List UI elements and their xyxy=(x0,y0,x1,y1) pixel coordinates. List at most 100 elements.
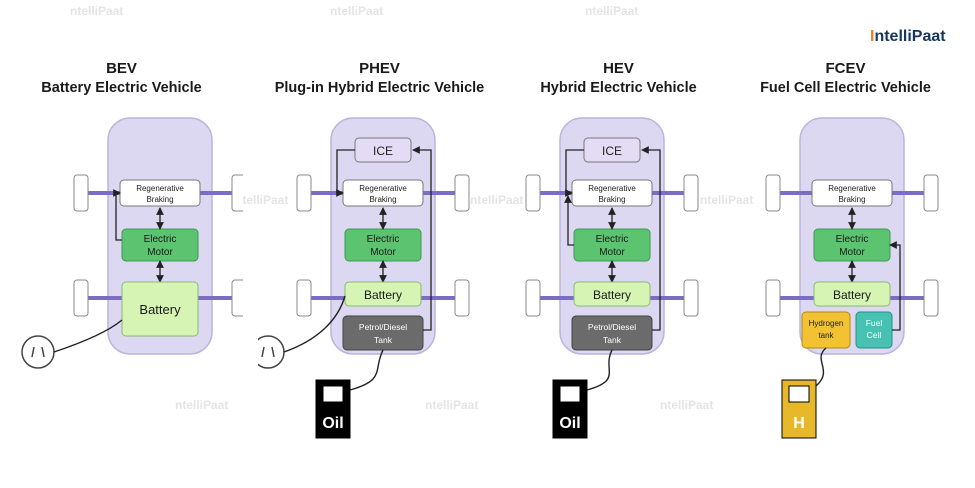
fuel-label: H xyxy=(793,415,805,432)
hydrogen-tank-box xyxy=(801,311,851,349)
regen-label: Regenerative xyxy=(828,184,876,193)
regen-label: Braking xyxy=(369,195,396,204)
panel-abbr: PHEV xyxy=(359,60,400,77)
charger-cable xyxy=(283,295,346,353)
battery-box xyxy=(573,281,651,307)
logo-text: ntelliPaat xyxy=(874,28,946,45)
wheel xyxy=(454,174,470,212)
watermark: ntelliPaat xyxy=(70,4,124,18)
panel-name: Battery Electric Vehicle xyxy=(41,80,202,96)
wheel xyxy=(683,279,699,317)
regenerative-braking-box xyxy=(811,179,893,207)
regen-label: Braking xyxy=(146,195,173,204)
charger-plug-icon xyxy=(258,335,285,369)
battery-label: Battery xyxy=(139,302,181,317)
panel-name: Fuel Cell Electric Vehicle xyxy=(760,80,931,96)
wheel xyxy=(73,279,89,317)
watermark: ntelliPaat xyxy=(585,4,639,18)
hydrogen-hose xyxy=(815,347,827,387)
panel-abbr: BEV xyxy=(106,60,137,77)
plug-pins xyxy=(261,346,275,358)
battery-box xyxy=(121,281,199,337)
wheel xyxy=(231,174,243,212)
regen-label: Braking xyxy=(838,195,865,204)
battery-box xyxy=(344,281,422,307)
regen-label: Regenerative xyxy=(359,184,407,193)
hydrogen-label: Hydrogen xyxy=(809,319,844,328)
charger-cable xyxy=(53,319,123,353)
fuel-label: Oil xyxy=(322,415,343,432)
wheel xyxy=(454,279,470,317)
wheel xyxy=(231,279,243,317)
wheel xyxy=(923,279,939,317)
regen-label: Regenerative xyxy=(136,184,184,193)
arrow-fuelcell-motor xyxy=(889,241,901,331)
motor-label: Electric xyxy=(836,234,869,245)
fuel-hose xyxy=(349,349,384,391)
motor-label: Electric xyxy=(367,234,400,245)
pump-window xyxy=(559,385,581,403)
tank-label: Petrol/Diesel xyxy=(359,322,407,332)
battery-label: Battery xyxy=(364,288,402,302)
pump-window xyxy=(788,385,810,403)
regen-label: Braking xyxy=(598,195,625,204)
logo-mark: I xyxy=(870,28,875,45)
charger-plug-icon xyxy=(21,335,55,369)
fuel-hose xyxy=(586,349,613,391)
arrow-motor-side xyxy=(564,195,574,246)
panel-name: Plug-in Hybrid Electric Vehicle xyxy=(274,80,485,96)
panel-abbr: FCEV xyxy=(825,60,866,77)
pump-window xyxy=(322,385,344,403)
wheel xyxy=(765,279,781,317)
battery-label: Battery xyxy=(593,288,631,302)
ice-label: ICE xyxy=(602,144,622,158)
tank-label: Tank xyxy=(374,335,393,345)
wheel xyxy=(683,174,699,212)
motor-label: Electric xyxy=(596,234,629,245)
arrow-ice-wheels xyxy=(565,149,584,197)
arrow-motor-regen-side xyxy=(113,189,122,241)
wheel xyxy=(923,174,939,212)
tank-label: Tank xyxy=(603,335,622,345)
watermark: ntelliPaat xyxy=(660,398,714,412)
arrow-tank-ice xyxy=(641,146,661,331)
watermark: ntelliPaat xyxy=(235,193,289,207)
wheel xyxy=(73,174,89,212)
watermark: ntelliPaat xyxy=(330,4,384,18)
motor-label: Motor xyxy=(839,247,865,258)
motor-label: Motor xyxy=(147,247,173,258)
wheel xyxy=(296,174,312,212)
motor-label: Motor xyxy=(370,247,396,258)
tank-label: Petrol/Diesel xyxy=(588,322,636,332)
ice-label: ICE xyxy=(373,144,393,158)
wheel xyxy=(296,279,312,317)
fuelcell-label: Fuel xyxy=(866,318,883,328)
panel-phev: PHEV Plug-in Hybrid Electric Vehicle Reg… xyxy=(258,0,501,488)
fcev-diagram: RegenerativeBrakingElectricMotorBatteryH… xyxy=(765,117,939,439)
fuel-label: Oil xyxy=(559,415,580,432)
fuelcell-label: Cell xyxy=(867,330,882,340)
plug-pins xyxy=(31,346,45,358)
arrow-ice-wheels xyxy=(336,149,355,197)
wheel xyxy=(525,279,541,317)
panel-fcev: FCEV Fuel Cell Electric Vehicle Regenera… xyxy=(724,0,967,488)
panel-hev: HEV Hybrid Electric Vehicle Regenerative… xyxy=(497,0,740,488)
regen-label: Regenerative xyxy=(588,184,636,193)
motor-label: Motor xyxy=(599,247,625,258)
hydrogen-label: tank xyxy=(818,331,834,340)
watermark: ntelliPaat xyxy=(470,193,524,207)
battery-label: Battery xyxy=(833,288,871,302)
arrow-tank-ice xyxy=(412,146,432,331)
watermark: ntelliPaat xyxy=(175,398,229,412)
motor-label: Electric xyxy=(144,234,177,245)
panel-name: Hybrid Electric Vehicle xyxy=(540,80,697,96)
wheel xyxy=(525,174,541,212)
panel-bev: BEV Battery Electric Vehicle Regenerativ… xyxy=(0,0,243,488)
intellipaat-logo: IntelliPaat xyxy=(870,28,946,46)
panel-abbr: HEV xyxy=(603,60,634,77)
watermark: ntelliPaat xyxy=(700,193,754,207)
battery-box xyxy=(813,281,891,307)
